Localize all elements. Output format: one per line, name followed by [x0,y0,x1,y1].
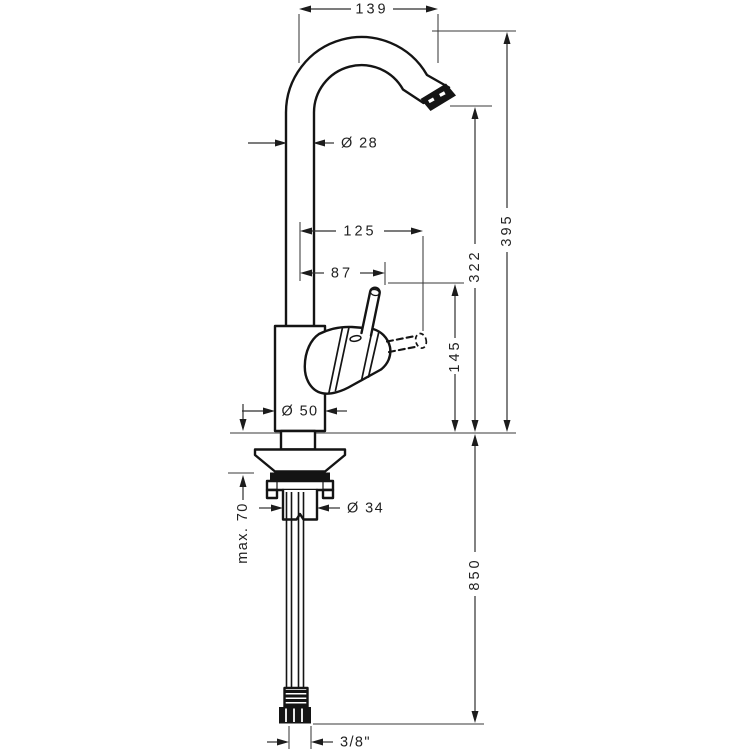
dimension-label-d34: Ø 34 [347,501,384,517]
aerator [420,83,456,111]
dimension-label-87: 87 [331,266,353,282]
connector-nut [279,707,311,724]
handle-lever-dashed-position [385,332,428,354]
dimension-max-counter-thickness: max. 70 [235,404,251,564]
mounting-tab [321,488,335,500]
dimension-shank-diameter: Ø 34 [259,501,384,517]
aerator-slot [428,97,435,104]
dimension-label-850: 850 [467,557,483,590]
spout-tube [284,35,451,329]
mounting-tab [265,488,279,500]
housing-ring-line [360,328,374,382]
dimension-spout-outlet-height: 322 [450,105,492,432]
supply-hoses [285,492,305,688]
base-flange [253,448,347,473]
handle-screw-detail [349,334,362,343]
dimension-label-395: 395 [499,213,515,246]
dimension-label-max70: max. 70 [235,502,251,563]
dimension-handle-open-reach: 125 [299,222,424,331]
shank [281,488,319,521]
mounting-base [253,429,347,521]
housing-ring-line [367,331,380,378]
handle-lever [360,286,381,337]
dimension-label-322: 322 [467,249,483,282]
base-stem [279,429,317,451]
aerator-band [420,83,456,111]
hose-connector [279,686,311,724]
dimension-handle-height: 145 [388,282,464,432]
dimension-handle-offset: 87 [300,262,386,285]
dimension-spout-reach: 139 [298,2,439,63]
dimension-label-3-8: 3/8" [340,735,371,750]
base-seal [270,472,330,481]
dimension-hose-connection: 3/8" [267,726,371,750]
dimension-label-125: 125 [343,224,376,240]
aerator-slot [439,91,446,97]
dimension-label-d50: Ø 50 [281,404,318,420]
handle-assembly [303,286,428,395]
dimension-label-d28: Ø 28 [341,136,378,152]
housing-ring-line [328,326,344,394]
dimension-hose-length: 850 [313,434,484,725]
faucet [253,35,456,724]
reference-lines-behind [228,432,516,474]
dimension-overall-height: 395 [432,30,516,432]
lever-end-cap [369,288,381,297]
dimension-spout-diameter: Ø 28 [248,136,378,152]
dimension-label-139: 139 [355,2,388,18]
dimension-label-145: 145 [447,339,463,372]
housing-ring-line [334,326,350,392]
dimension-body-diameter: Ø 50 [242,404,347,420]
